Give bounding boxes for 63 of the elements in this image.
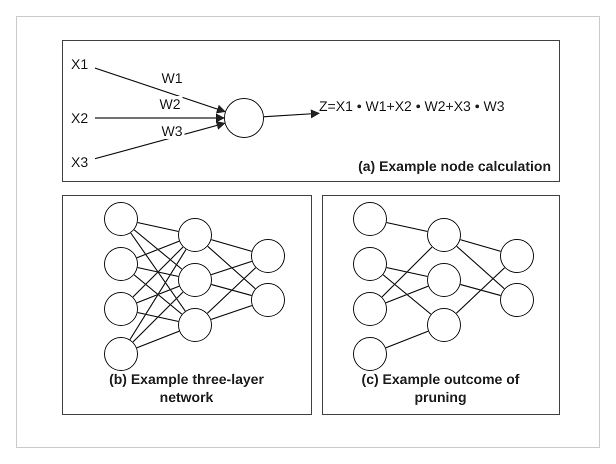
connection-line	[129, 249, 187, 340]
connection-line	[137, 222, 179, 232]
connection-line	[137, 312, 179, 322]
neuron-circle	[353, 247, 387, 281]
panel-caption: (b) Example three-layer network	[108, 370, 265, 406]
connection-line	[460, 239, 501, 252]
neuron-circle	[104, 337, 138, 371]
neuron-circle	[224, 98, 264, 138]
connection-line	[456, 246, 505, 290]
neuron-circle	[251, 239, 285, 273]
neuron-circle	[104, 292, 138, 326]
neuron-circle	[104, 202, 138, 236]
connection-line	[456, 267, 506, 314]
arrow	[94, 67, 226, 114]
connection-line	[136, 286, 180, 304]
connection-line	[386, 267, 428, 277]
edge-label: W2	[158, 96, 182, 112]
panel	[322, 195, 560, 415]
connection-line	[210, 304, 252, 320]
formula-text: Z=X1 • W1+X2 • W2+X3 • W3	[319, 97, 555, 115]
connection-line	[382, 274, 432, 315]
arrow	[264, 109, 320, 118]
neuron-circle	[427, 263, 461, 297]
panel-caption: (c) Example outcome of pruning	[360, 370, 520, 406]
neuron-circle	[178, 218, 212, 252]
connection-line	[206, 267, 256, 314]
connection-line	[386, 222, 428, 232]
neuron-circle	[178, 308, 212, 342]
neuron-circle	[500, 283, 534, 317]
connection-line	[134, 229, 182, 270]
arrow	[95, 114, 225, 122]
connection-line	[382, 246, 432, 298]
connection-line	[137, 267, 179, 277]
connection-line	[132, 246, 184, 298]
connection-line	[132, 292, 184, 342]
neuron-circle	[178, 263, 212, 297]
input-label: X1	[71, 55, 95, 73]
panel	[62, 195, 312, 415]
edge-label: W3	[160, 123, 184, 139]
neuron-circle	[427, 218, 461, 252]
connection-line	[210, 260, 252, 276]
neuron-circle	[353, 292, 387, 326]
panel-caption: (a) Example node calculation	[358, 157, 551, 175]
neuron-circle	[104, 247, 138, 281]
connection-line	[460, 284, 501, 296]
neuron-circle	[251, 283, 285, 317]
connection-line	[136, 330, 180, 348]
connection-line	[136, 240, 180, 258]
connection-line	[207, 246, 256, 290]
neuron-circle	[353, 202, 387, 236]
neuron-circle	[353, 337, 387, 371]
connection-line	[211, 284, 252, 296]
edge-label: W1	[160, 70, 184, 86]
neuron-circle	[427, 308, 461, 342]
arrow	[94, 121, 226, 160]
connection-line	[134, 274, 182, 315]
connection-line	[130, 232, 186, 312]
connection-line	[211, 239, 252, 252]
neuron-circle	[500, 239, 534, 273]
input-label: X3	[71, 153, 95, 171]
connection-line	[386, 286, 428, 304]
connection-line	[386, 330, 428, 348]
input-label: X2	[71, 109, 95, 127]
